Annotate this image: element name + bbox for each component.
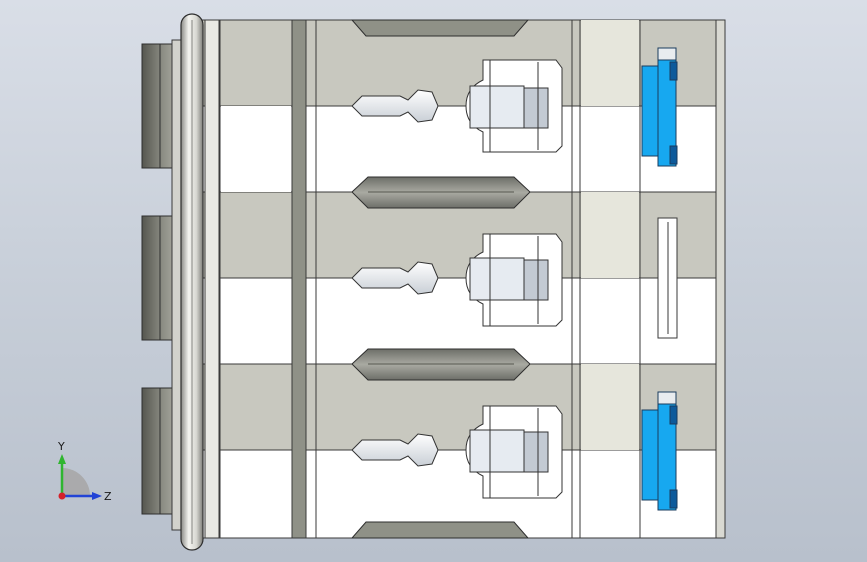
light-column [221, 20, 639, 450]
blue-latch-clip-top [641, 47, 678, 167]
contact-pin-row-1 [351, 59, 563, 153]
y-axis-arrow-icon [58, 454, 66, 464]
blue-latch-clip-bottom [641, 391, 678, 511]
right-edge-strip [715, 19, 726, 539]
orientation-triad: Y Z [57, 440, 112, 503]
center-guide-slot [657, 217, 678, 339]
x-axis-dot-icon [58, 492, 66, 500]
y-axis-label: Y [57, 440, 65, 453]
latch-slots [350, 19, 531, 539]
contact-pin-row-2 [351, 233, 563, 327]
housing-vertical-edges [219, 19, 717, 539]
z-axis-label: Z [104, 490, 112, 503]
triad-quarter-disk [62, 468, 90, 496]
left-rail [171, 13, 220, 551]
contact-pin-row-3 [351, 405, 563, 499]
z-axis-arrow-icon [92, 492, 102, 500]
